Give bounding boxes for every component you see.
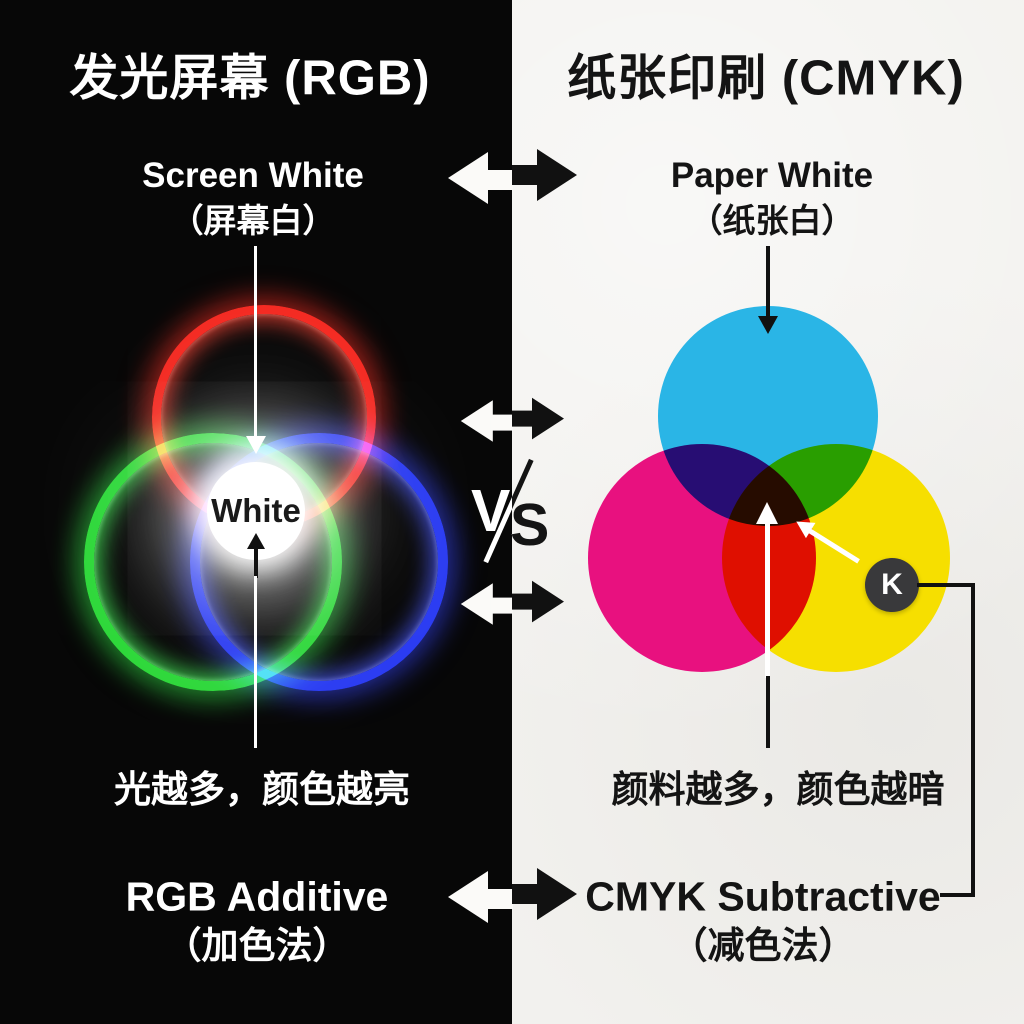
vs-letter-s: S — [510, 492, 550, 558]
up-arrow-icon — [247, 533, 265, 549]
rgb-caption: 光越多，颜色越亮 — [114, 769, 410, 810]
vs-letter-s: S — [510, 492, 550, 558]
cmyk-subtractive-label-en: CMYK Subtractive — [585, 873, 941, 920]
cmyk-subtractive-label-zh: （减色法） — [670, 925, 856, 966]
k-connector-line-vertical — [971, 583, 975, 897]
swap-arrow-left-head — [448, 152, 488, 204]
swap-arrow-left-shaft — [490, 414, 513, 431]
swap-arrow-right-head — [537, 868, 577, 920]
cmyk-caption: 颜料越多，颜色越暗 — [611, 769, 945, 810]
left-panel-title: 发光屏幕 (RGB) — [69, 51, 431, 106]
rgb-caption-pointer-line — [254, 576, 257, 748]
paper-white-label-en: Paper White — [670, 156, 874, 195]
k-connector-line-bottom — [940, 893, 975, 897]
k-connector-line-top — [917, 583, 975, 587]
cmyk-venn-diagram — [512, 0, 1024, 1024]
swap-arrow-right-head — [532, 397, 564, 440]
blue-light-ring — [190, 433, 448, 691]
k-badge: K — [865, 558, 919, 612]
white-center-pointer-stem — [254, 548, 258, 578]
swap-arrow-right-head — [532, 580, 564, 623]
rgb-additive-label-en: RGB Additive — [125, 873, 389, 920]
white-overlap-label: White — [211, 492, 301, 529]
right-panel-title: 纸张印刷 (CMYK) — [567, 51, 965, 106]
k-badge-label: K — [881, 568, 903, 601]
screen-white-label-zh: （屏幕白） — [170, 202, 336, 239]
swap-arrow-left-head — [448, 871, 488, 923]
screen-white-label-en: Screen White — [142, 156, 364, 195]
screen-white-pointer-line — [254, 246, 257, 440]
swap-arrow-right-shaft — [512, 884, 539, 904]
down-arrow-icon — [758, 316, 778, 334]
swap-arrow-right-shaft — [512, 165, 539, 185]
down-arrow-icon — [246, 436, 266, 454]
swap-arrow-right-head — [537, 149, 577, 201]
yellow-ink-circle — [722, 444, 950, 672]
up-arrow-icon — [756, 502, 778, 524]
swap-arrow-left-shaft — [485, 889, 513, 909]
rgb-additive-label-zh: （加色法） — [164, 925, 350, 966]
cmyk-center-pointer-stem-white — [765, 522, 770, 678]
swap-arrow-left-head — [460, 583, 493, 625]
swap-arrow-right-shaft — [512, 593, 534, 610]
cmyk-caption-pointer-line — [766, 676, 770, 748]
swap-arrow-right-shaft — [512, 410, 534, 427]
swap-arrow-left-shaft — [490, 597, 513, 614]
swap-arrow-left-shaft — [485, 170, 513, 190]
swap-arrow-left-head — [460, 400, 493, 442]
vs-letter-v: V — [471, 478, 511, 544]
paper-white-label-zh: （纸张白） — [689, 202, 855, 239]
rgb-venn-diagram: White — [84, 305, 448, 691]
paper-white-pointer-line — [766, 246, 770, 320]
